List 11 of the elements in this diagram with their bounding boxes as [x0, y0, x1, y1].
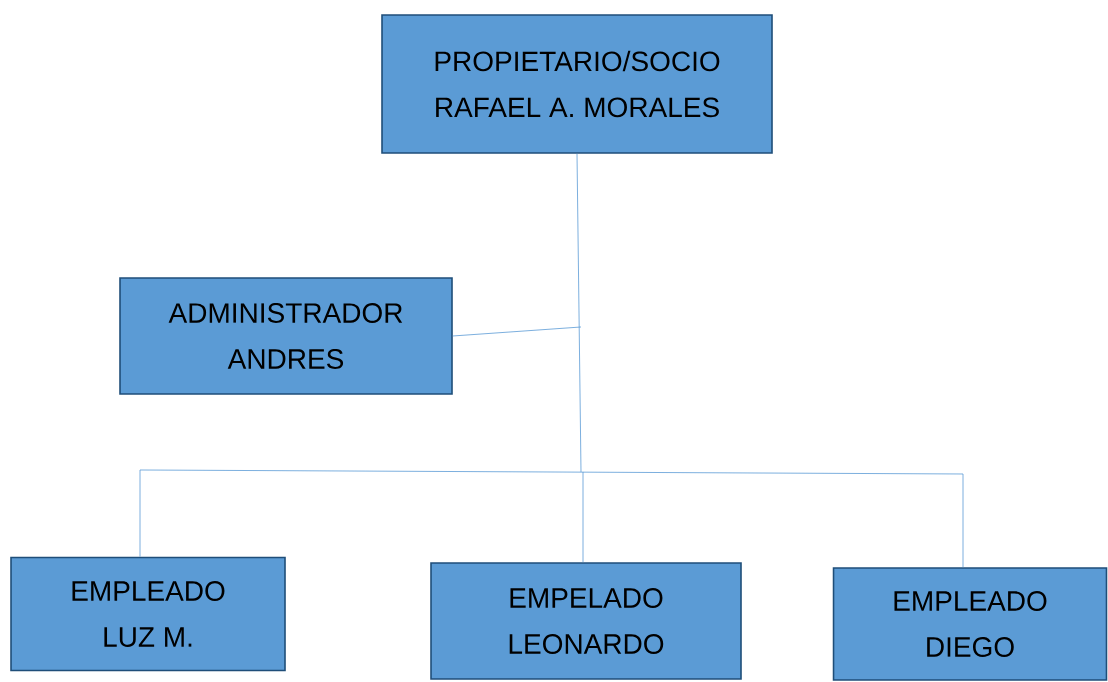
org-box: ADMINISTRADOR ANDRES [119, 277, 453, 395]
connector-line [576, 153, 582, 473]
connector-line [139, 469, 141, 558]
connector-line [582, 471, 584, 563]
org-box: EMPLEADO LUZ M. [10, 556, 286, 672]
connector-line [139, 469, 964, 475]
org-box: EMPELADO LEONARDO [430, 562, 742, 680]
org-box: EMPLEADO DIEGO [832, 567, 1108, 681]
connector-line [452, 326, 582, 337]
connector-line [962, 473, 964, 568]
org-box: PROPIETARIO/SOCIO RAFAEL A. MORALES [381, 14, 773, 154]
